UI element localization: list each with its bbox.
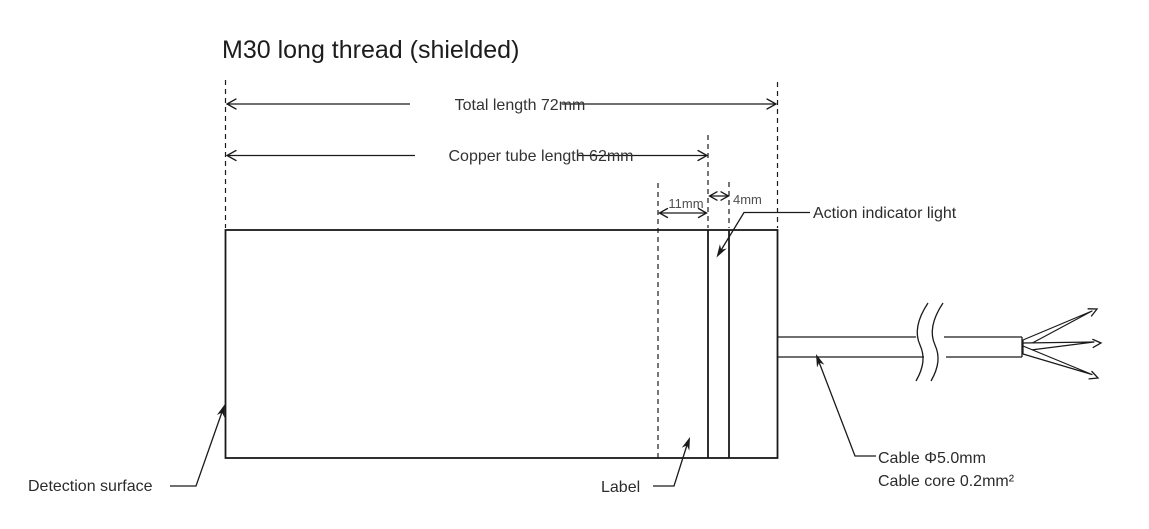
cable <box>778 302 1023 382</box>
wire-upper-arrow-icon <box>1087 308 1099 317</box>
sensor-body-outline <box>224 229 779 459</box>
cable-leader-line <box>818 361 876 457</box>
indicator-band-arrow-left-icon <box>708 191 718 201</box>
label-label: Label <box>601 479 640 496</box>
wire-middle <box>1022 341 1095 352</box>
action-indicator-arrow-icon <box>716 244 727 258</box>
total-length-arrow-right-icon <box>766 98 778 110</box>
action-indicator-leader-line <box>718 211 810 254</box>
callout-detection-surface: Detection surface <box>28 404 225 495</box>
cable-diameter-label: Cable Φ5.0mm <box>878 450 986 467</box>
label-band-arrow-right-icon <box>697 207 708 219</box>
dimension-copper-tube-length: Copper tube length 62mm <box>225 148 709 165</box>
callout-cable: Cable Φ5.0mm Cable core 0.2mm² <box>816 354 1015 490</box>
wire-middle-arrow-icon <box>1092 338 1103 349</box>
label-arrow-icon <box>681 437 690 451</box>
callout-label: Label <box>601 437 690 496</box>
extension-lines <box>224 80 779 458</box>
total-length-arrow-left-icon <box>225 98 237 110</box>
label-band-arrow-left-icon <box>658 207 669 219</box>
copper-length-arrow-left-icon <box>225 149 237 162</box>
dimension-total-length: Total length 72mm <box>225 97 778 114</box>
label-band-label: 11mm <box>668 196 703 211</box>
copper-length-label: Copper tube length 62mm <box>449 148 634 165</box>
detection-surface-arrow-icon <box>216 404 225 418</box>
copper-length-arrow-right-icon <box>697 149 709 162</box>
action-indicator-label: Action indicator light <box>813 205 957 222</box>
callout-action-indicator: Action indicator light <box>716 205 957 258</box>
sensor-body <box>224 229 779 459</box>
wire-lower-arrow-icon <box>1088 370 1100 380</box>
cable-core-label: Cable core 0.2mm² <box>878 473 1015 490</box>
detection-surface-leader-line <box>170 411 223 487</box>
cable-break-curve-left-icon <box>915 302 929 382</box>
wire-lower <box>1022 345 1093 376</box>
dimension-indicator-band: 4mm <box>708 191 762 207</box>
diagram-title: M30 long thread (shielded) <box>222 36 519 64</box>
total-length-label: Total length 72mm <box>455 97 586 114</box>
dimension-label-band: 11mm <box>658 196 708 219</box>
label-leader-line <box>653 444 688 487</box>
cable-arrow-icon <box>816 354 825 368</box>
cable-break-curve-right-icon <box>930 302 944 382</box>
indicator-band-arrow-right-icon <box>720 191 730 201</box>
detection-surface-label: Detection surface <box>28 478 153 495</box>
cable-wires <box>1022 308 1103 380</box>
indicator-band-label: 4mm <box>733 192 762 207</box>
